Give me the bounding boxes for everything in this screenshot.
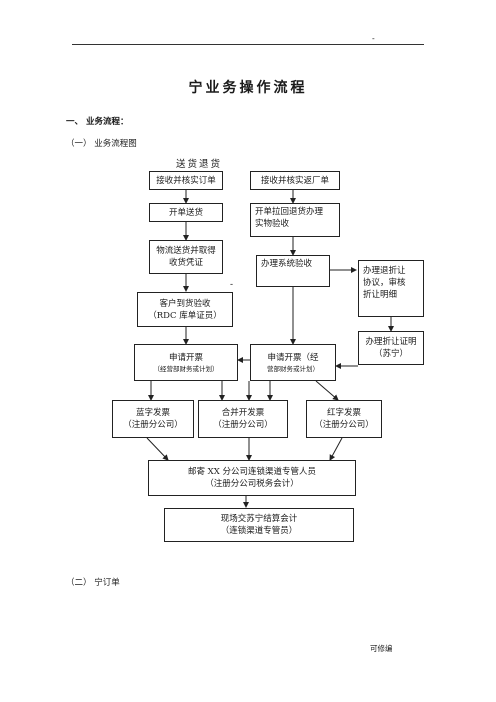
node-onsite-settlement: 现场交苏宁结算会计 （连锁渠道专管员）	[164, 508, 354, 542]
stray-mark: -	[230, 280, 234, 290]
node-label: 收货凭证	[168, 258, 203, 268]
node-customer-acceptance: 客户到货验收 （RDC 库单证员）	[137, 292, 233, 327]
node-receive-order: 接收并核实订单	[149, 171, 223, 190]
node-system-acceptance: 办理系统验收	[256, 255, 330, 287]
subsection-heading-flowchart: （一） 业务流程图	[66, 139, 137, 149]
footer-note: 可修编	[370, 644, 393, 653]
node-label: 红字发票	[326, 408, 361, 418]
node-red-invoice: 红字发票 （注册分公司）	[306, 400, 382, 438]
node-logistics-delivery: 物流送货并取得 收货凭证	[149, 240, 223, 274]
node-label: （连锁渠道专管员）	[220, 526, 298, 536]
node-label: 办理系统验收	[261, 259, 313, 269]
node-rebate-agreement: 办理退折让 协议，审核 折让明细	[358, 260, 424, 317]
node-label: 折让明细	[363, 290, 398, 300]
node-invoice-request-right: 申请开票（经 营部财务或计划）	[250, 344, 336, 381]
node-label: （RDC 库单证员）	[148, 310, 222, 321]
node-label: 邮寄 XX 分公司连锁渠道专管人员	[187, 467, 316, 477]
node-label: （注册分公司）	[123, 420, 183, 430]
node-label: 接收并核实返厂单	[260, 175, 329, 186]
node-label: 合并开发票	[221, 408, 265, 418]
node-label: 申请开票	[168, 352, 203, 363]
node-invoice-request-left: 申请开票 （经营部财务或计划）	[134, 344, 238, 381]
node-blue-invoice: 蓝字发票 （注册分公司）	[112, 400, 194, 438]
node-label: （苏宁）	[373, 349, 408, 359]
node-label: （注册分公司）	[213, 420, 273, 430]
node-label: （注册分公司）	[314, 420, 374, 430]
subsection-heading-orders: （二） 宁订单	[66, 578, 120, 588]
header-mark: -	[372, 34, 375, 43]
section-heading: 一、 业务流程：	[66, 117, 129, 127]
header-rule	[72, 44, 424, 45]
node-label: 开单送货	[168, 207, 203, 218]
node-label: 营部财务或计划）	[267, 364, 319, 373]
node-label: 客户到货验收	[159, 298, 211, 309]
node-combined-invoice: 合并开发票 （注册分公司）	[198, 400, 288, 438]
node-label: 实物验收	[255, 219, 290, 229]
node-label: 申请开票（经	[267, 352, 319, 363]
node-label: 接收并核实订单	[156, 175, 216, 186]
node-mail-branch: 邮寄 XX 分公司连锁渠道专管人员 （注册分公司税务会计）	[148, 460, 356, 496]
node-label: 现场交苏宁结算会计	[220, 514, 298, 524]
node-label: 物流送货并取得	[156, 246, 216, 256]
page-title: 宁业务操作流程	[188, 80, 308, 96]
node-label: （注册分公司税务会计）	[205, 479, 299, 489]
node-label: 协议，审核	[363, 278, 406, 288]
node-label: 办理退折让	[363, 266, 406, 276]
node-rebate-certificate: 办理折让证明 （苏宁）	[358, 331, 424, 365]
node-return-pickup: 开单拉回退货办理 实物验收	[250, 203, 340, 237]
node-label: （经营部财务或计划）	[153, 364, 219, 373]
node-label: 蓝字发票	[135, 408, 170, 418]
flowchart-caption: 送货退货	[176, 159, 223, 170]
node-label: 办理折让证明	[365, 337, 417, 347]
node-receive-return: 接收并核实返厂单	[250, 171, 340, 190]
node-issue-delivery: 开单送货	[149, 203, 223, 222]
node-label: 开单拉回退货办理	[255, 207, 324, 217]
